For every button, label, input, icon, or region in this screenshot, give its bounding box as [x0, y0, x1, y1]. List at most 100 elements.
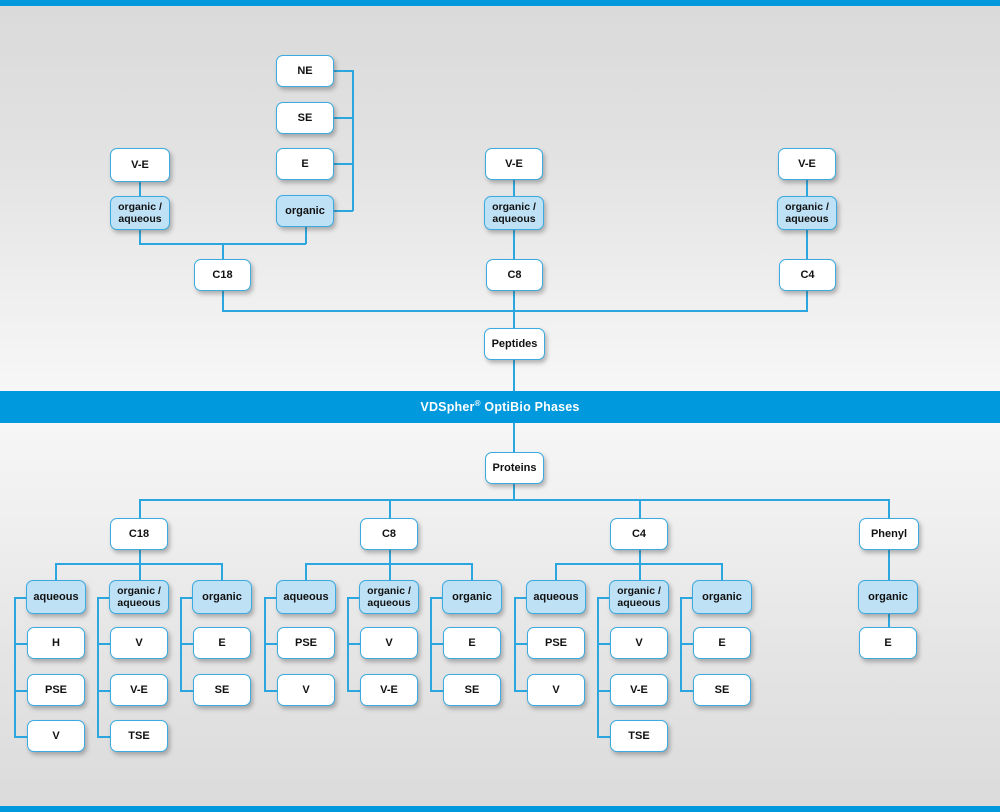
node-proteins-phenyl-organic-child-1[interactable]: E — [859, 627, 917, 659]
node-label: SE — [297, 111, 313, 124]
line-pro-c18-down — [139, 550, 141, 564]
line-pro-c18-org-stub0 — [180, 597, 193, 599]
node-peptides-c18-ne[interactable]: NE — [276, 55, 334, 87]
node-proteins-c8-organic-aqueous-child-1[interactable]: V — [360, 627, 418, 659]
node-proteins-c4-organic-aqueous-child-3[interactable]: TSE — [610, 720, 668, 752]
node-proteins-c18-organic-child-2[interactable]: SE — [193, 674, 251, 706]
line-pro-c8-org-stub2 — [430, 690, 443, 692]
line-pro-c8-down — [389, 550, 391, 564]
node-proteins-c18-organic-aqueous-child-1[interactable]: V — [110, 627, 168, 659]
node-peptides-c4-ve[interactable]: V-E — [778, 148, 836, 180]
line-pro-c4-aq-stub2 — [514, 690, 527, 692]
node-label: V — [635, 636, 643, 649]
node-proteins-c18-aqueous-child-3[interactable]: V — [27, 720, 85, 752]
node-proteins-c8[interactable]: C8 — [360, 518, 418, 550]
node-proteins-c4-organic[interactable]: organic — [692, 580, 752, 614]
line-pro-c8-aq-stub2 — [264, 690, 277, 692]
node-peptides-c18-ve[interactable]: V-E — [110, 148, 170, 182]
line-pro-c4-aq-stub1 — [514, 643, 527, 645]
line-pep-c8-ve-to-oa — [513, 180, 515, 196]
node-proteins-root[interactable]: Proteins — [485, 452, 544, 484]
node-label: C18 — [128, 527, 150, 540]
line-pro-c8-aq-stub0 — [264, 597, 277, 599]
line-pro-phenyl-to-organic — [888, 550, 890, 580]
node-label: C4 — [800, 268, 815, 281]
node-peptides-c8-ve[interactable]: V-E — [485, 148, 543, 180]
node-peptides-c18-se[interactable]: SE — [276, 102, 334, 134]
line-pro-c8-aq-stub1 — [264, 643, 277, 645]
node-proteins-c18-organic-aqueous-child-3[interactable]: TSE — [110, 720, 168, 752]
node-proteins-c18-aqueous-child-1[interactable]: H — [27, 627, 85, 659]
line-pro-c18-aq-stub2 — [14, 690, 27, 692]
node-peptides-c18[interactable]: C18 — [194, 259, 251, 291]
node-proteins-c4-organic-aqueous[interactable]: organic / aqueous — [609, 580, 669, 614]
node-proteins-c8-organic-child-2[interactable]: SE — [443, 674, 501, 706]
node-label: V — [552, 683, 560, 696]
node-proteins-phenyl[interactable]: Phenyl — [859, 518, 919, 550]
node-proteins-c18[interactable]: C18 — [110, 518, 168, 550]
node-peptides-root[interactable]: Peptides — [484, 328, 545, 360]
node-label: E — [468, 636, 476, 649]
line-pro-c18-oa-stub1 — [97, 643, 110, 645]
node-peptides-c4[interactable]: C4 — [779, 259, 836, 291]
node-label: V-E — [505, 157, 523, 170]
node-label: E — [718, 636, 726, 649]
node-proteins-c18-organic-child-1[interactable]: E — [193, 627, 251, 659]
node-label: C4 — [631, 527, 647, 540]
node-proteins-c8-organic-aqueous[interactable]: organic / aqueous — [359, 580, 419, 614]
node-label: TSE — [128, 729, 150, 742]
node-proteins-c8-organic-child-1[interactable]: E — [443, 627, 501, 659]
line-pro-c8-oa-stub0 — [347, 597, 360, 599]
node-proteins-c8-organic[interactable]: organic — [442, 580, 502, 614]
node-proteins-c4-organic-child-1[interactable]: E — [693, 627, 751, 659]
node-peptides-c4-organic-aqueous[interactable]: organic / aqueous — [777, 196, 837, 230]
node-label: C8 — [507, 268, 522, 281]
node-proteins-phenyl-organic[interactable]: organic — [858, 580, 918, 614]
node-label: PSE — [44, 683, 67, 696]
node-proteins-c4-organic-aqueous-child-1[interactable]: V — [610, 627, 668, 659]
node-proteins-c8-aqueous-child-1[interactable]: PSE — [277, 627, 335, 659]
node-label: NE — [297, 64, 313, 77]
line-pro-c8-groupbus — [305, 563, 472, 565]
line-pep-c18-stub-e — [334, 163, 353, 165]
node-label: organic — [202, 590, 242, 603]
node-label: H — [52, 636, 60, 649]
line-pro-c4-org-stub0 — [680, 597, 693, 599]
node-label: C8 — [381, 527, 397, 540]
node-label-line2: aqueous — [118, 213, 162, 225]
node-proteins-c4-aqueous-child-2[interactable]: V — [527, 674, 585, 706]
node-label-line2: aqueous — [617, 597, 661, 609]
node-label-line1: organic / — [617, 584, 661, 597]
node-peptides-c18-organic[interactable]: organic — [276, 195, 334, 227]
line-pep-c18-stub-organic — [334, 210, 353, 212]
line-pro-c8-g3 — [471, 563, 473, 580]
banner-label: VDSpher® OptiBio Phases — [420, 399, 580, 415]
node-peptides-c18-organic-aqueous[interactable]: organic / aqueous — [110, 196, 170, 230]
node-proteins-c4-aqueous-child-1[interactable]: PSE — [527, 627, 585, 659]
line-pro-c4-org-stub1 — [680, 643, 693, 645]
node-proteins-c4-aqueous[interactable]: aqueous — [526, 580, 586, 614]
node-proteins-c8-aqueous[interactable]: aqueous — [276, 580, 336, 614]
node-peptides-c8[interactable]: C8 — [486, 259, 543, 291]
node-proteins-c8-organic-aqueous-child-2[interactable]: V-E — [360, 674, 418, 706]
node-label: aqueous — [33, 590, 79, 603]
node-proteins-c18-organic-aqueous[interactable]: organic / aqueous — [109, 580, 169, 614]
node-proteins-c18-organic-aqueous-child-2[interactable]: V-E — [110, 674, 168, 706]
node-label: SE — [214, 683, 230, 696]
node-proteins-c4-organic-child-2[interactable]: SE — [693, 674, 751, 706]
node-proteins-c4[interactable]: C4 — [610, 518, 668, 550]
node-peptides-c8-organic-aqueous[interactable]: organic / aqueous — [484, 196, 544, 230]
node-proteins-c18-aqueous[interactable]: aqueous — [26, 580, 86, 614]
node-label: organic — [868, 590, 908, 603]
node-proteins-c8-aqueous-child-2[interactable]: V — [277, 674, 335, 706]
node-proteins-c18-organic[interactable]: organic — [192, 580, 252, 614]
node-label-line1: organic / — [117, 584, 161, 597]
node-proteins-c4-organic-aqueous-child-2[interactable]: V-E — [610, 674, 668, 706]
node-proteins-c18-aqueous-child-2[interactable]: PSE — [27, 674, 85, 706]
line-peptides-bus-down — [513, 310, 515, 328]
node-label: organic — [452, 590, 492, 603]
line-pro-c4-down — [639, 550, 641, 564]
node-peptides-c18-e[interactable]: E — [276, 148, 334, 180]
node-label: V-E — [380, 683, 398, 696]
